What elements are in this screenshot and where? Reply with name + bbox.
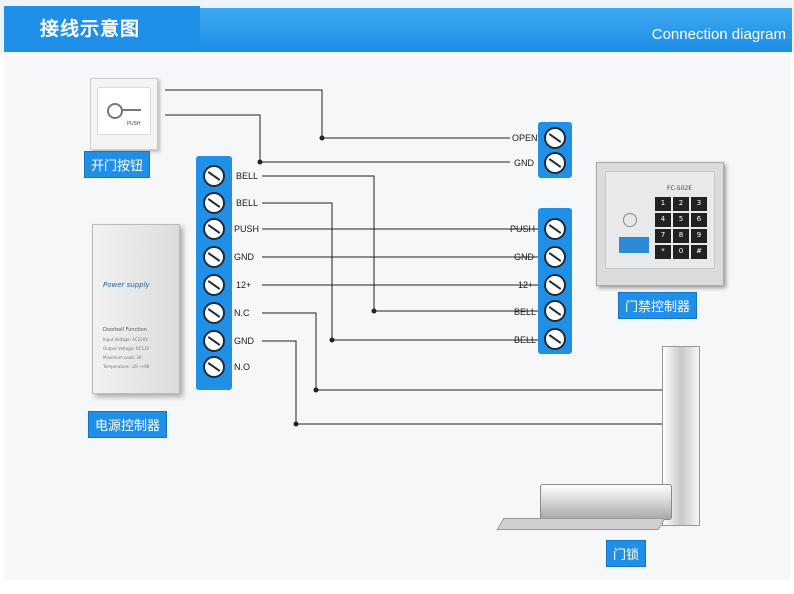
- key-4: 4: [655, 213, 671, 227]
- terminal-label-gnd: GND: [234, 252, 254, 262]
- card-reader-icon: [623, 213, 637, 227]
- exit-button-caption: 开门按钮: [84, 151, 151, 178]
- armature-plate: [540, 484, 672, 520]
- wire-button-open: [165, 89, 510, 139]
- wire-junctions: [257, 135, 377, 427]
- wire-button-gnd: [165, 114, 510, 163]
- exit-button-push-text: PUSH: [127, 121, 141, 127]
- terminal-label-12v: 12+: [236, 280, 252, 290]
- power-supply-spec-4: Temperature: -20~+60: [103, 364, 150, 369]
- lcd-display: [619, 237, 649, 253]
- power-supply-spec-0: Doorbell Function: [103, 327, 147, 333]
- screw-terminal: [203, 218, 225, 240]
- screw-terminal: [203, 274, 225, 296]
- keypad: 1 2 3 4 5 6 7 8 9 * 0 #: [655, 197, 707, 259]
- key-0: 0: [673, 245, 689, 259]
- terminal-label-no: N.O: [234, 362, 251, 372]
- access-label-push: PUSH: [510, 224, 536, 234]
- terminal-label-nc: N.C: [234, 308, 250, 318]
- screw-terminal: [544, 300, 566, 322]
- screw-terminal: [544, 246, 566, 268]
- screw-terminal: [544, 127, 566, 149]
- power-supply-face-title: Power supply: [103, 281, 150, 289]
- screw-terminal: [203, 192, 225, 214]
- key-1: 1: [655, 197, 671, 211]
- key-7: 7: [655, 229, 671, 243]
- key-icon: [107, 103, 123, 119]
- access-model: FC-S02E: [667, 185, 693, 192]
- screw-terminal: [544, 218, 566, 240]
- lock-caption: 门锁: [606, 540, 647, 567]
- screw-terminal: [203, 330, 225, 352]
- power-supply-caption: 电源控制器: [88, 411, 168, 438]
- screw-terminal: [203, 165, 225, 187]
- header-title-tab: [4, 6, 200, 52]
- page-subtitle: Connection diagram: [651, 26, 786, 43]
- key-6: 6: [691, 213, 707, 227]
- wire-lock-gnd: [262, 340, 670, 425]
- screw-terminal: [203, 302, 225, 324]
- exit-button-device: PUSH: [90, 78, 158, 150]
- key-8: 8: [673, 229, 689, 243]
- terminal-label-open: OPEN: [512, 133, 538, 143]
- access-label-gnd: GND: [514, 252, 534, 262]
- screw-terminal: [203, 356, 225, 378]
- terminal-label-push: PUSH: [234, 224, 260, 234]
- access-controller-device: FC-S02E 1 2 3 4 5 6 7 8 9 * 0 #: [596, 162, 724, 286]
- key-9: 9: [691, 229, 707, 243]
- access-controller-caption: 门禁控制器: [618, 292, 698, 319]
- access-label-12v: 12+: [518, 280, 534, 290]
- terminal-label-gnd-2: GND: [234, 336, 254, 346]
- power-supply-spec-2: Output Voltage: DC12V: [103, 346, 150, 351]
- access-label-bell-2: BELL: [514, 335, 537, 345]
- key-3: 3: [691, 197, 707, 211]
- key-shaft: [121, 109, 141, 111]
- screw-terminal: [544, 328, 566, 350]
- terminal-label-bell-1: BELL: [236, 171, 259, 181]
- access-label-bell-1: BELL: [514, 307, 537, 317]
- terminal-label-button-gnd: GND: [514, 158, 534, 168]
- power-supply-spec-3: Maximum Load: 3A: [103, 355, 142, 360]
- power-supply-device: Power supply Doorbell Function Input Vol…: [92, 224, 180, 394]
- key-2: 2: [673, 197, 689, 211]
- screw-terminal: [544, 274, 566, 296]
- screw-terminal: [544, 152, 566, 174]
- screw-terminal: [203, 246, 225, 268]
- wire-nc: [262, 312, 670, 391]
- page-title: 接线示意图: [40, 18, 141, 40]
- header: 接线示意图 Connection diagram: [0, 0, 794, 54]
- key-hash: #: [691, 245, 707, 259]
- power-supply-spec-1: Input Voltage: AC220V: [103, 337, 149, 342]
- terminal-label-bell-2: BELL: [236, 198, 259, 208]
- wire-bell-2: [262, 202, 540, 341]
- key-5: 5: [673, 213, 689, 227]
- wire-bell-1: [262, 175, 540, 312]
- exit-button-face: [97, 87, 151, 135]
- lock-bracket: [496, 518, 666, 530]
- key-star: *: [655, 245, 671, 259]
